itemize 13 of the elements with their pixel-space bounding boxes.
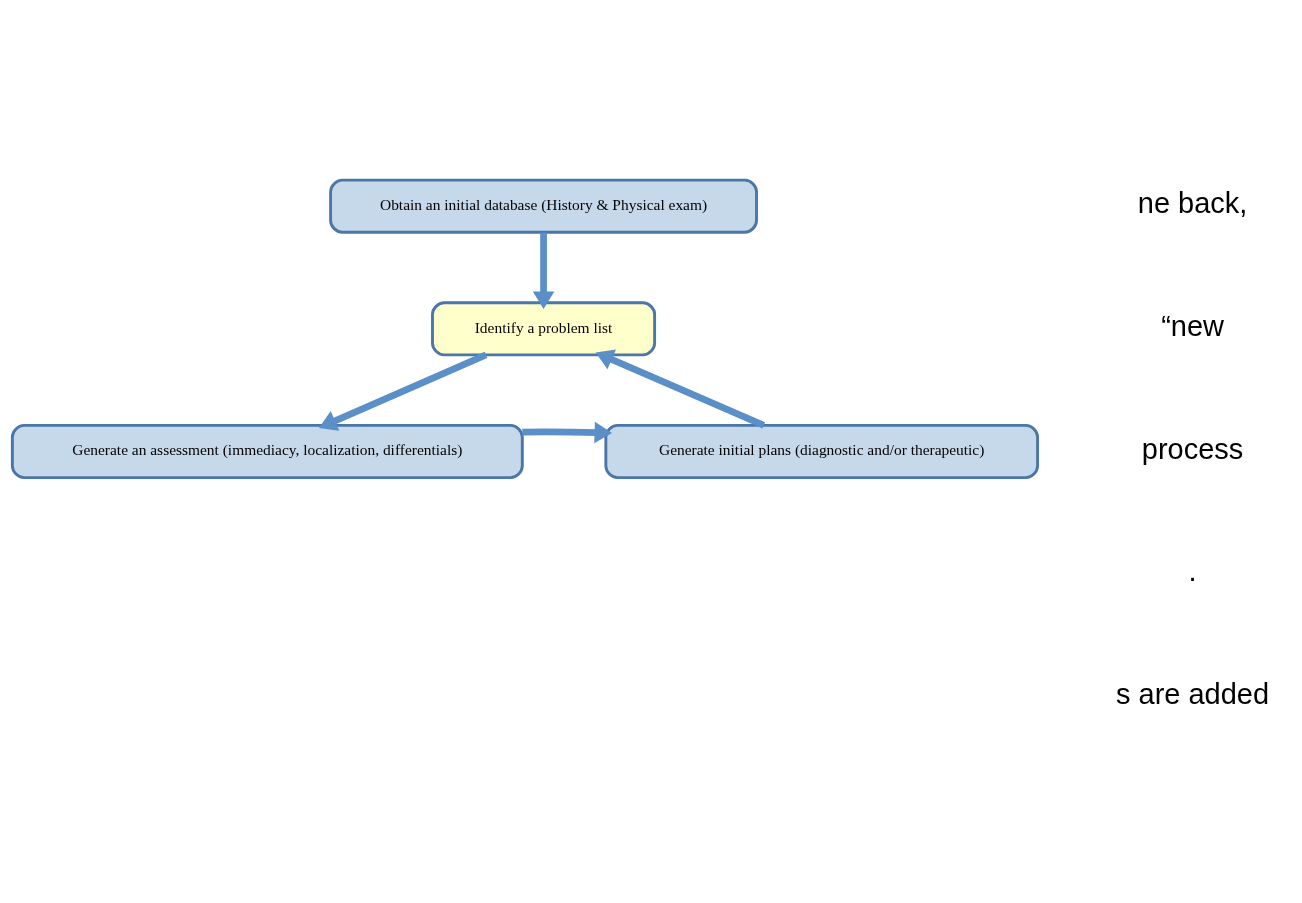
label: ne back, <box>1137 187 1248 220</box>
node-box: Obtain an initial database (History & Physical exam) <box>329 178 758 234</box>
arrow <box>522 421 613 444</box>
node-box: Identify a problem list <box>431 301 657 357</box>
label: “new <box>1161 310 1224 343</box>
arrow <box>318 351 488 431</box>
label: s are added <box>1116 678 1270 711</box>
node-box: Generate initial plans (diagnostic and/or therapeutic) <box>604 423 1039 480</box>
label: process <box>1141 432 1244 465</box>
node-box: Generate an assessment (immediacy, localization, differentials) <box>10 423 524 480</box>
arrow <box>595 349 766 429</box>
label: . <box>1188 555 1197 588</box>
arrow <box>532 232 555 310</box>
